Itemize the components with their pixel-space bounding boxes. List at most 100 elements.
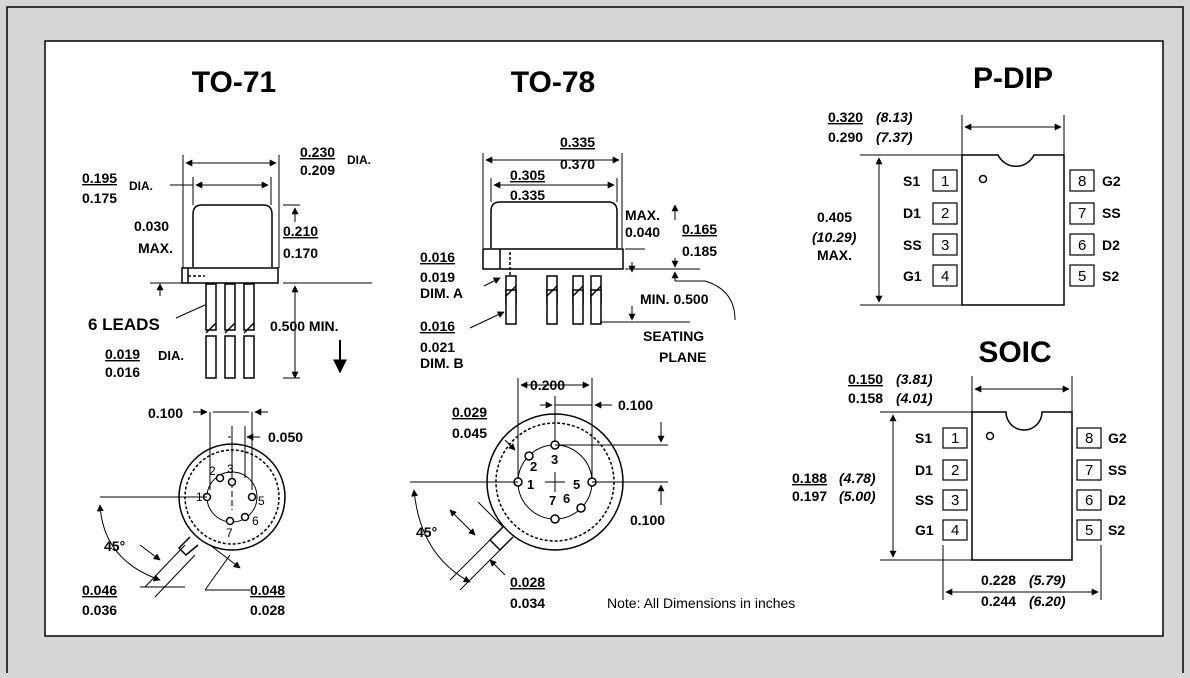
svg-text:0.405: 0.405 <box>817 209 852 225</box>
to71-pin-2 <box>215 473 225 483</box>
svg-text:0.335: 0.335 <box>510 187 545 203</box>
svg-text:0.046: 0.046 <box>82 582 117 598</box>
svg-text:DIA.: DIA. <box>347 153 371 167</box>
svg-text:D1: D1 <box>903 205 921 221</box>
svg-text:0.210: 0.210 <box>283 223 318 239</box>
svg-text:5: 5 <box>258 494 265 508</box>
svg-text:DIM. B: DIM. B <box>420 355 464 371</box>
dimensions-note: Note: All Dimensions in inches <box>607 595 795 611</box>
svg-text:0.028: 0.028 <box>250 602 285 618</box>
to71-pins <box>202 473 257 526</box>
svg-text:3: 3 <box>551 452 558 467</box>
pdip-pin1-dot <box>978 174 988 184</box>
svg-text:G2: G2 <box>1102 173 1121 189</box>
svg-text:0.021: 0.021 <box>420 339 455 355</box>
svg-text:0.175: 0.175 <box>82 190 117 206</box>
svg-text:45°: 45° <box>416 524 437 540</box>
to71-side-view <box>181 204 279 379</box>
soic-dim-labels: 0.150 (3.81) 0.158 (4.01) 0.188 (4.78) 0… <box>792 371 1066 609</box>
svg-text:0.228: 0.228 <box>981 572 1016 588</box>
svg-text:(6.20): (6.20) <box>1029 593 1066 609</box>
svg-text:0.170: 0.170 <box>283 245 318 261</box>
svg-text:7: 7 <box>549 493 556 508</box>
svg-text:G1: G1 <box>915 522 934 538</box>
svg-text:5: 5 <box>1085 522 1093 539</box>
svg-text:0.370: 0.370 <box>560 156 595 172</box>
title-soic: SOIC <box>978 336 1051 369</box>
svg-text:3: 3 <box>951 492 959 509</box>
title-pdip: P-DIP <box>973 62 1053 95</box>
to71-pin-5 <box>247 492 257 502</box>
svg-text:0.209: 0.209 <box>300 162 335 178</box>
svg-text:6: 6 <box>1085 492 1093 509</box>
to71-pin-7 <box>225 516 235 526</box>
svg-text:0.335: 0.335 <box>560 134 595 150</box>
svg-text:7: 7 <box>1085 462 1093 479</box>
svg-text:0.016: 0.016 <box>105 364 140 380</box>
pdip-pin-name: S1 <box>903 173 920 189</box>
svg-text:(3.81): (3.81) <box>896 371 933 387</box>
svg-text:0.500 MIN.: 0.500 MIN. <box>270 318 338 334</box>
to78-pin-labels: 1 2 3 5 6 7 <box>527 452 580 508</box>
svg-text:MAX.: MAX. <box>625 207 660 223</box>
svg-text:4: 4 <box>951 522 959 539</box>
to71-pin-3 <box>227 477 237 487</box>
svg-text:7: 7 <box>226 526 233 540</box>
svg-text:SS: SS <box>915 492 934 508</box>
svg-text:6 LEADS: 6 LEADS <box>88 315 160 334</box>
svg-text:3: 3 <box>227 462 234 476</box>
svg-text:D2: D2 <box>1102 237 1120 253</box>
svg-text:SS: SS <box>1108 462 1127 478</box>
to71-bottom-dims <box>96 408 268 598</box>
svg-text:SEATING: SEATING <box>643 328 704 344</box>
svg-text:5: 5 <box>1078 268 1086 285</box>
svg-text:0.050: 0.050 <box>268 429 303 445</box>
svg-text:2: 2 <box>209 464 216 478</box>
svg-text:(7.37): (7.37) <box>876 129 913 145</box>
svg-text:SS: SS <box>903 237 922 253</box>
svg-text:6: 6 <box>252 514 259 528</box>
to78-side-view <box>482 201 624 325</box>
svg-text:2: 2 <box>941 205 949 222</box>
svg-text:MIN. 0.500: MIN. 0.500 <box>640 291 709 307</box>
svg-text:MAX.: MAX. <box>138 240 173 256</box>
svg-text:0.048: 0.048 <box>250 582 285 598</box>
to71-bottom-labels: 0.100 0.050 45° 0.046 0.036 0.048 0.028 <box>82 405 303 618</box>
svg-text:G2: G2 <box>1108 430 1127 446</box>
svg-text:0.197: 0.197 <box>792 488 827 504</box>
svg-text:(5.79): (5.79) <box>1029 572 1066 588</box>
svg-text:0.165: 0.165 <box>682 221 717 237</box>
svg-text:0.230: 0.230 <box>300 144 335 160</box>
svg-text:0.030: 0.030 <box>134 218 169 234</box>
title-to78: TO-78 <box>511 66 595 99</box>
svg-text:7: 7 <box>1078 205 1086 222</box>
svg-text:0.029: 0.029 <box>452 404 487 420</box>
svg-text:S2: S2 <box>1102 268 1119 284</box>
svg-text:8: 8 <box>1085 430 1093 447</box>
svg-text:8: 8 <box>1078 173 1086 190</box>
soic-dims <box>880 376 1102 600</box>
svg-text:5: 5 <box>573 477 580 492</box>
to78-pin-7 <box>550 514 560 524</box>
svg-text:SS: SS <box>1102 205 1121 221</box>
svg-text:45°: 45° <box>104 538 125 554</box>
svg-text:3: 3 <box>941 237 949 254</box>
svg-text:0.016: 0.016 <box>420 318 455 334</box>
to71-labels: 0.230 0.209 DIA. 0.195 0.175 DIA. 0.030 … <box>82 144 371 380</box>
title-to71: TO-71 <box>192 66 276 99</box>
to78-dimension-lines <box>469 153 736 329</box>
svg-text:2: 2 <box>951 462 959 479</box>
to78-pin-2 <box>524 451 534 461</box>
svg-text:D1: D1 <box>915 462 933 478</box>
svg-text:1: 1 <box>951 430 959 447</box>
pdip-dims <box>860 115 1065 306</box>
svg-text:1: 1 <box>527 477 534 492</box>
svg-text:0.320: 0.320 <box>828 109 863 125</box>
svg-text:1: 1 <box>941 173 949 190</box>
svg-text:0.244: 0.244 <box>981 593 1016 609</box>
svg-text:DIA.: DIA. <box>158 348 184 363</box>
to78-bottom-dims <box>410 378 668 591</box>
svg-text:0.305: 0.305 <box>510 167 545 183</box>
